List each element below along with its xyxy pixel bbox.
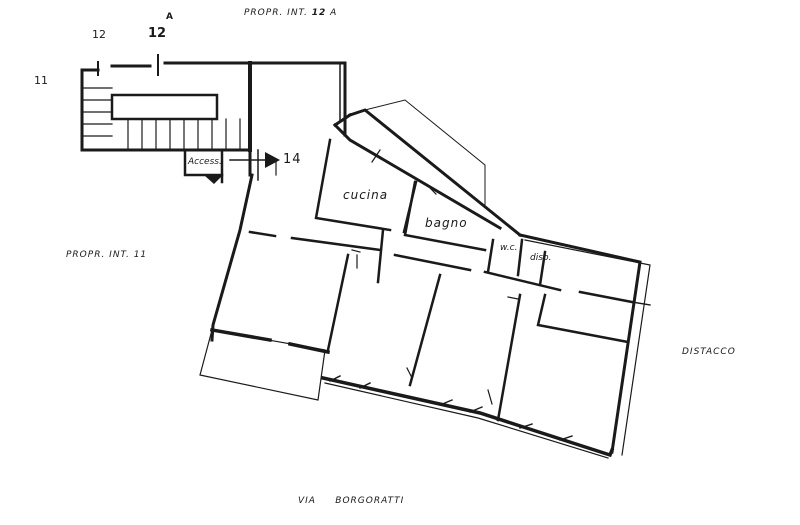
street-label: VIA BORGORATTI: [298, 496, 405, 506]
label-11: 11: [34, 74, 48, 87]
neighbor-top-number: 12: [311, 8, 327, 18]
right-wall: [518, 233, 642, 454]
neighbor-top-suffix: A: [330, 8, 338, 18]
room-disp: disp.: [530, 253, 552, 263]
room-bagno: bagno: [425, 216, 468, 230]
interior-partitions: [248, 138, 634, 422]
facade-wall: [320, 375, 615, 458]
lower-balcony: [199, 329, 326, 401]
label-12-corrected: 12: [148, 26, 167, 41]
unit-number: 14: [283, 152, 302, 167]
upper-block: [248, 61, 347, 137]
entry-arrow-icon: [265, 152, 280, 168]
neighbor-left-label: PROPR. INT. 11: [66, 250, 148, 260]
door-marks: [275, 149, 519, 405]
label-a-mark: A: [166, 12, 173, 22]
neighbor-top-prefix: PROPR. INT.: [244, 8, 308, 18]
label-12: 12: [92, 28, 106, 41]
entrance-block: [183, 148, 224, 184]
balcony-outline: [364, 99, 486, 206]
room-wc: w.c.: [500, 243, 518, 253]
access-label: Access.: [188, 157, 222, 167]
window-marks: [329, 299, 651, 441]
neighbor-top-label: PROPR. INT. 12 A: [244, 8, 337, 18]
stairwell-outline: [80, 61, 252, 152]
room-cucina: cucina: [343, 188, 389, 202]
stair-treads: [83, 87, 241, 149]
apartment-outer-wall: [210, 173, 254, 342]
distacco-label: DISTACCO: [682, 347, 736, 357]
